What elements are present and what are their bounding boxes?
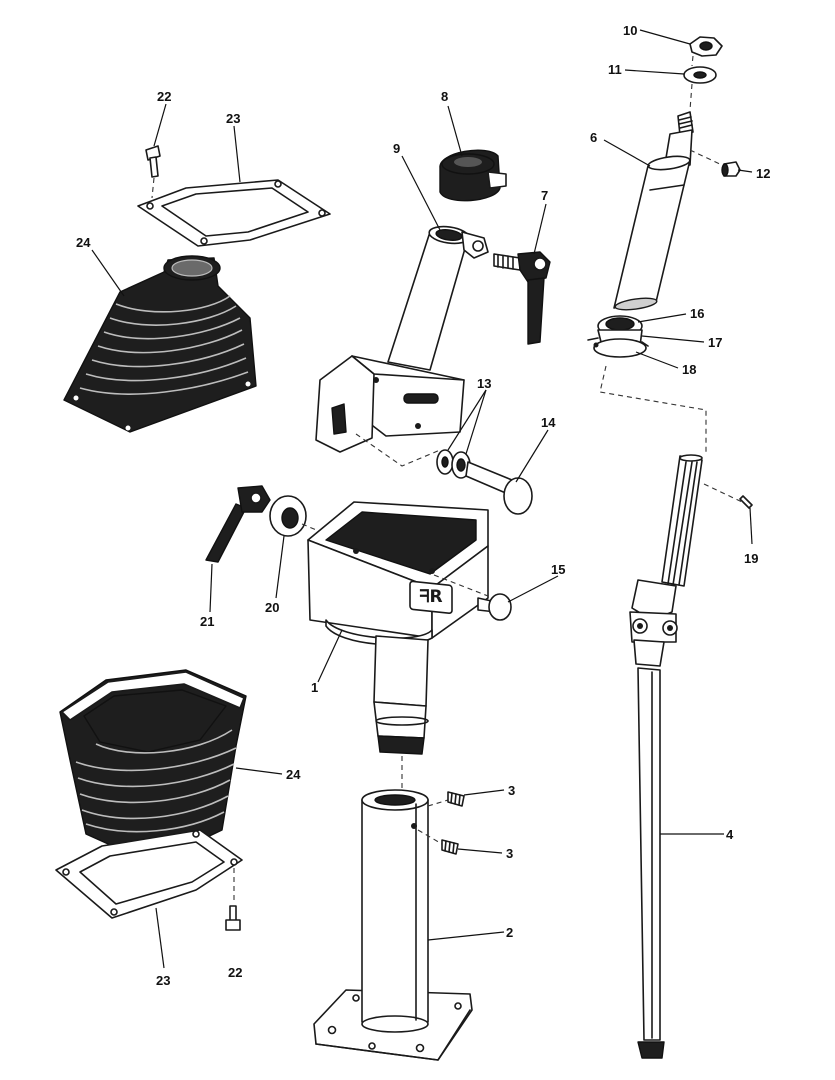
part-7-lever: [493, 251, 551, 345]
part-22-screw-lower: [225, 905, 241, 931]
callout-21: 21: [200, 614, 214, 629]
casting-mark: ᖷR: [419, 587, 442, 607]
callout-23-upper: 23: [226, 111, 240, 126]
dash-18-4: [599, 365, 707, 452]
part-2-column: [313, 789, 473, 1061]
part-3-set-screw-upper: [447, 791, 465, 807]
callout-22-upper: 22: [157, 89, 171, 104]
part-24-boot-lower: [59, 669, 247, 853]
callout-6: 6: [590, 130, 597, 145]
dash-6-12: [689, 149, 723, 166]
part-24-boot-upper: [63, 255, 257, 433]
callout-8: 8: [441, 89, 448, 104]
part-12-pin: [721, 161, 741, 177]
callout-9: 9: [393, 141, 400, 156]
callout-24-upper: 24: [76, 235, 91, 250]
part-6-shaft: [613, 111, 694, 311]
callout-15: 15: [551, 562, 565, 577]
callout-1: 1: [311, 680, 318, 695]
callout-labels: 10 11 6 12 16 17 18 19 8 9 7 13 14 15 1 …: [76, 23, 770, 988]
callout-18: 18: [682, 362, 696, 377]
callout-14: 14: [541, 415, 556, 430]
callout-22-lower: 22: [228, 965, 242, 980]
part-13-washers: [436, 449, 471, 479]
part-21-lever: [205, 485, 271, 563]
part-19-roll-pin: [739, 495, 753, 509]
dash-10-11: [691, 55, 694, 67]
dash-4-19: [703, 483, 743, 503]
callout-16: 16: [690, 306, 704, 321]
dash-11-6: [689, 83, 693, 111]
callout-20: 20: [265, 600, 279, 615]
part-9-bracket: [315, 225, 489, 453]
part-20-washer: [269, 495, 307, 537]
part-10-nut: [689, 36, 723, 57]
callout-13: 13: [477, 376, 491, 391]
callout-11: 11: [608, 62, 622, 77]
callout-24-lower: 24: [286, 767, 301, 782]
callout-2: 2: [506, 925, 513, 940]
callout-19: 19: [744, 551, 758, 566]
dash-9-13: [355, 433, 441, 467]
dash-22-23-upper: [151, 177, 155, 199]
dash-2-3b: [417, 829, 443, 845]
callout-23-lower: 23: [156, 973, 170, 988]
callout-7: 7: [541, 188, 548, 203]
part-23-gasket-upper: [137, 179, 331, 247]
part-8-collar: [439, 149, 507, 202]
part-16-17-18-bearing: [587, 315, 649, 358]
callout-3-lower: 3: [506, 846, 513, 861]
part-15-screw: [477, 593, 512, 621]
part-4-steering-column: [629, 454, 703, 1059]
callout-17: 17: [708, 335, 722, 350]
dash-2-3a: [427, 799, 449, 807]
callout-10: 10: [623, 23, 637, 38]
callout-4: 4: [726, 827, 734, 842]
part-14-bolt: [465, 461, 533, 515]
callout-12: 12: [756, 166, 770, 181]
leader-lines: [91, 29, 753, 969]
part-22-screw-upper: [145, 145, 161, 178]
part-3-set-screw-lower: [441, 839, 459, 855]
part-1-housing: ᖷR: [307, 501, 489, 755]
dash-1-15: [433, 574, 489, 597]
part-23-gasket-lower: [55, 829, 243, 919]
part-11-washer: [683, 66, 717, 84]
callout-3-upper: 3: [508, 783, 515, 798]
